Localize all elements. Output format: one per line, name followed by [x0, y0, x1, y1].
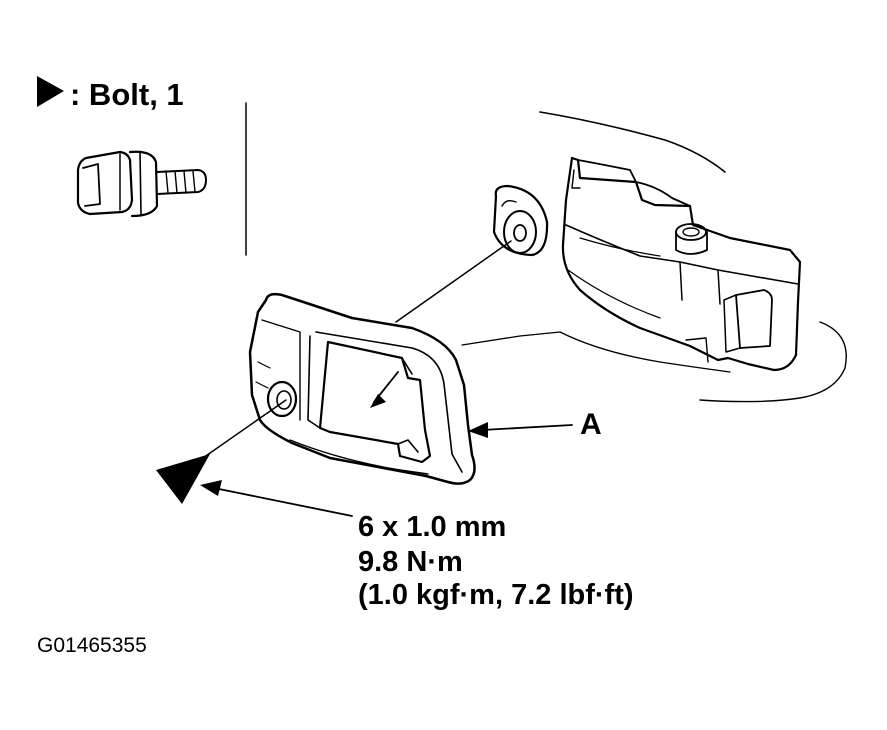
body-contour-line [539, 111, 726, 173]
torque-spec: 9.8 N·m [358, 546, 463, 578]
figure-id: G01465355 [37, 634, 147, 657]
alignment-line-grommet [395, 240, 512, 323]
torque-alt-spec: (1.0 kgf·m, 7.2 lbf·ft) [358, 579, 634, 611]
bolt-size-spec: 6 x 1.0 mm [358, 511, 507, 543]
grommet [492, 184, 549, 257]
bolt-marker-triangle-icon [156, 454, 210, 504]
bolt-illustration [76, 150, 207, 218]
part-label-a: A [580, 408, 602, 441]
legend-bolt-label: : Bolt, 1 [70, 77, 184, 112]
legend-triangle-icon [37, 76, 64, 107]
cover-part-a [248, 292, 476, 485]
direction-arrow-inside [370, 371, 399, 408]
leader-torque-spec [200, 480, 353, 517]
leader-part-a [468, 422, 573, 438]
body-contour-line-lower [461, 331, 731, 373]
body-mount-bracket [561, 156, 802, 372]
floor-contour-line [699, 321, 847, 403]
bracket-stud [675, 223, 708, 255]
